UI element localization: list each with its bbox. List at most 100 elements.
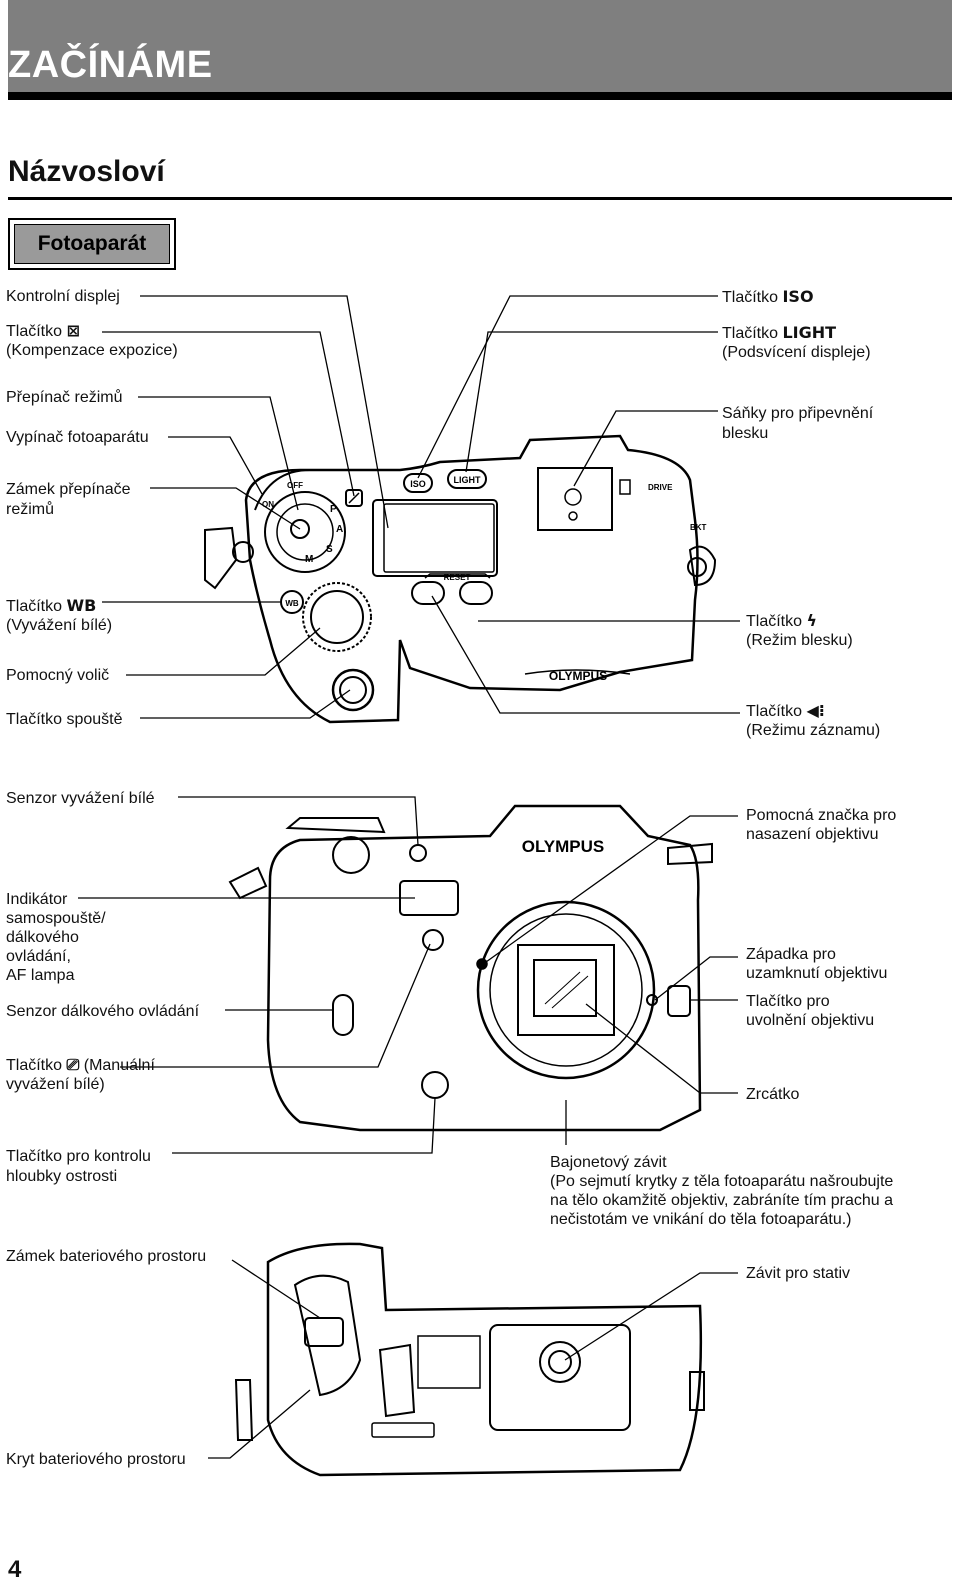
label-self-timer-1: Indikátor — [6, 891, 68, 908]
label-one-touch-wb: Tlačítko ⎚ (Manuální — [6, 1055, 155, 1075]
tripod-plate — [489, 1324, 631, 1431]
label-one-touch-wb-desc-1: (Manuální — [83, 1057, 155, 1074]
reset-bracket — [424, 573, 491, 579]
strap-ring-right — [687, 557, 707, 577]
leader-exposure-comp — [102, 331, 355, 497]
label-exposure-comp-button: Tlačítko ⊠ — [6, 321, 80, 341]
control-panel-outline — [372, 499, 498, 577]
mirror-box — [517, 944, 615, 1036]
shutter-button — [331, 668, 375, 712]
label-remote-sensor: Senzor dálkového ovládání — [6, 1003, 200, 1020]
battery-latch — [378, 1343, 416, 1418]
exposure-comp-icon — [348, 492, 360, 504]
mode-dial-inner — [276, 503, 334, 561]
dof-preview-button — [421, 1071, 449, 1099]
label-light-symbol: LIGHT — [782, 323, 837, 342]
label-mount-mark-2: nasazení objektivu — [746, 826, 879, 843]
front-shutter-button — [332, 836, 370, 874]
label-mirror: Zrcátko — [746, 1086, 800, 1103]
one-touch-wb-icon: ⎚ — [66, 1055, 80, 1074]
label-lock-pin-1: Západka pro — [746, 946, 836, 963]
leader-one-touch-wb — [120, 943, 431, 1068]
hot-shoe-contact — [564, 488, 582, 506]
record-mode-icon: ◀⁝ — [806, 701, 825, 720]
bottom-body-outline — [266, 1242, 703, 1477]
leader-battery-lock — [231, 1259, 321, 1319]
section-title: Názvosloví — [8, 155, 165, 188]
label-self-timer-5: AF lampa — [6, 967, 75, 984]
camera-bottom-view — [234, 1242, 705, 1477]
leader-tripod — [564, 1272, 738, 1361]
leader-hot-shoe — [573, 410, 718, 487]
bottom-connector — [371, 1422, 435, 1438]
leader-lines — [78, 295, 740, 1459]
header-bar — [8, 0, 952, 100]
mode-dial — [264, 491, 346, 573]
exposure-comp-button — [345, 489, 363, 507]
label-dof-2: hloubky ostrosti — [6, 1168, 118, 1185]
bottom-strap-lug-right — [689, 1371, 705, 1411]
lens-lock-pin — [646, 994, 658, 1006]
front-strap-lug-right — [667, 842, 713, 866]
label-mode-lock-2: režimů — [6, 501, 55, 518]
marking-wb: WB — [285, 599, 299, 608]
label-release-1: Tlačítko pro — [746, 993, 830, 1010]
label-exposure-comp-prefix: Tlačítko — [6, 323, 63, 340]
exposure-comp-icon: ⊠ — [66, 321, 80, 340]
label-flash-prefix: Tlačítko — [746, 613, 803, 630]
hot-shoe — [537, 467, 613, 531]
label-sub-dial: Pomocný volič — [6, 667, 110, 684]
sub-dial-inner — [310, 590, 364, 644]
marking-mode-p: P — [330, 504, 337, 515]
chapter-title: ZAČÍNÁME — [8, 44, 213, 86]
label-wb-desc: (Vyvážení bílé) — [6, 617, 113, 634]
label-control-panel: Kontrolní displej — [6, 288, 120, 305]
leader-mirror — [585, 1003, 738, 1094]
strap-lug-right — [688, 545, 717, 587]
marking-brand-top: OLYMPUS — [549, 669, 607, 683]
label-dof-1: Tlačítko pro kontrolu — [6, 1148, 151, 1165]
leader-shutter — [140, 689, 351, 719]
label-self-timer-2: samospouště/ — [6, 910, 106, 927]
page-number: 4 — [8, 1556, 22, 1583]
marking-mode-m: M — [305, 554, 313, 565]
label-wb-prefix: Tlačítko — [6, 598, 63, 615]
section-tab: Fotoaparát — [8, 218, 176, 270]
leader-control-panel — [140, 295, 389, 529]
power-switch — [254, 469, 311, 511]
label-self-timer-4: ovládání, — [6, 948, 71, 965]
wb-button — [280, 590, 304, 614]
lens-mount-outer — [476, 900, 656, 1080]
label-iso-symbol: ISO — [782, 287, 814, 306]
front-sub-dial — [285, 817, 386, 834]
battery-door — [293, 1274, 362, 1397]
top-brand-plate — [524, 669, 631, 675]
label-record-mode-prefix: Tlačítko — [746, 703, 803, 720]
label-power-switch: Vypínač fotoaparátu — [6, 429, 149, 446]
label-release-2: uvolnění objektivu — [746, 1012, 875, 1029]
label-iso-button: Tlačítko ISO — [722, 287, 814, 307]
label-bayonet-4: nečistotám ve vnikání do těla fotoaparát… — [550, 1211, 852, 1228]
label-wb-button: Tlačítko WB — [6, 596, 96, 616]
label-one-touch-wb-desc-2: vyvážení bílé) — [6, 1076, 105, 1093]
control-panel-screen — [383, 503, 495, 573]
label-hot-shoe-1: Sáňky pro připevnění — [722, 405, 874, 422]
strap-lug-left — [204, 526, 238, 590]
remote-sensor — [332, 994, 354, 1036]
lens-mount-mark — [476, 958, 488, 970]
camera-markings: ISO LIGHT WB RESET DRIVE BKT ON OFF P A … — [262, 475, 707, 683]
label-wb-symbol: WB — [66, 596, 97, 615]
section-tab-label: Fotoaparát — [14, 224, 170, 264]
label-light-button: Tlačítko LIGHT — [722, 323, 836, 343]
camera-front-view: OLYMPUS — [228, 804, 713, 1132]
front-body-outline — [266, 804, 702, 1132]
label-exposure-comp-desc: (Kompenzace expozice) — [6, 342, 178, 359]
label-self-timer-3: dálkového — [6, 929, 79, 946]
marking-off: OFF — [287, 481, 303, 490]
label-bayonet-2: (Po sejmutí krytky z těla fotoaparátu na… — [550, 1173, 894, 1190]
label-lock-pin-2: uzamknutí objektivu — [746, 965, 888, 982]
label-mount-mark-1: Pomocná značka pro — [746, 807, 897, 824]
leader-light — [465, 331, 718, 473]
label-light-desc: (Podsvícení displeje) — [722, 344, 871, 361]
